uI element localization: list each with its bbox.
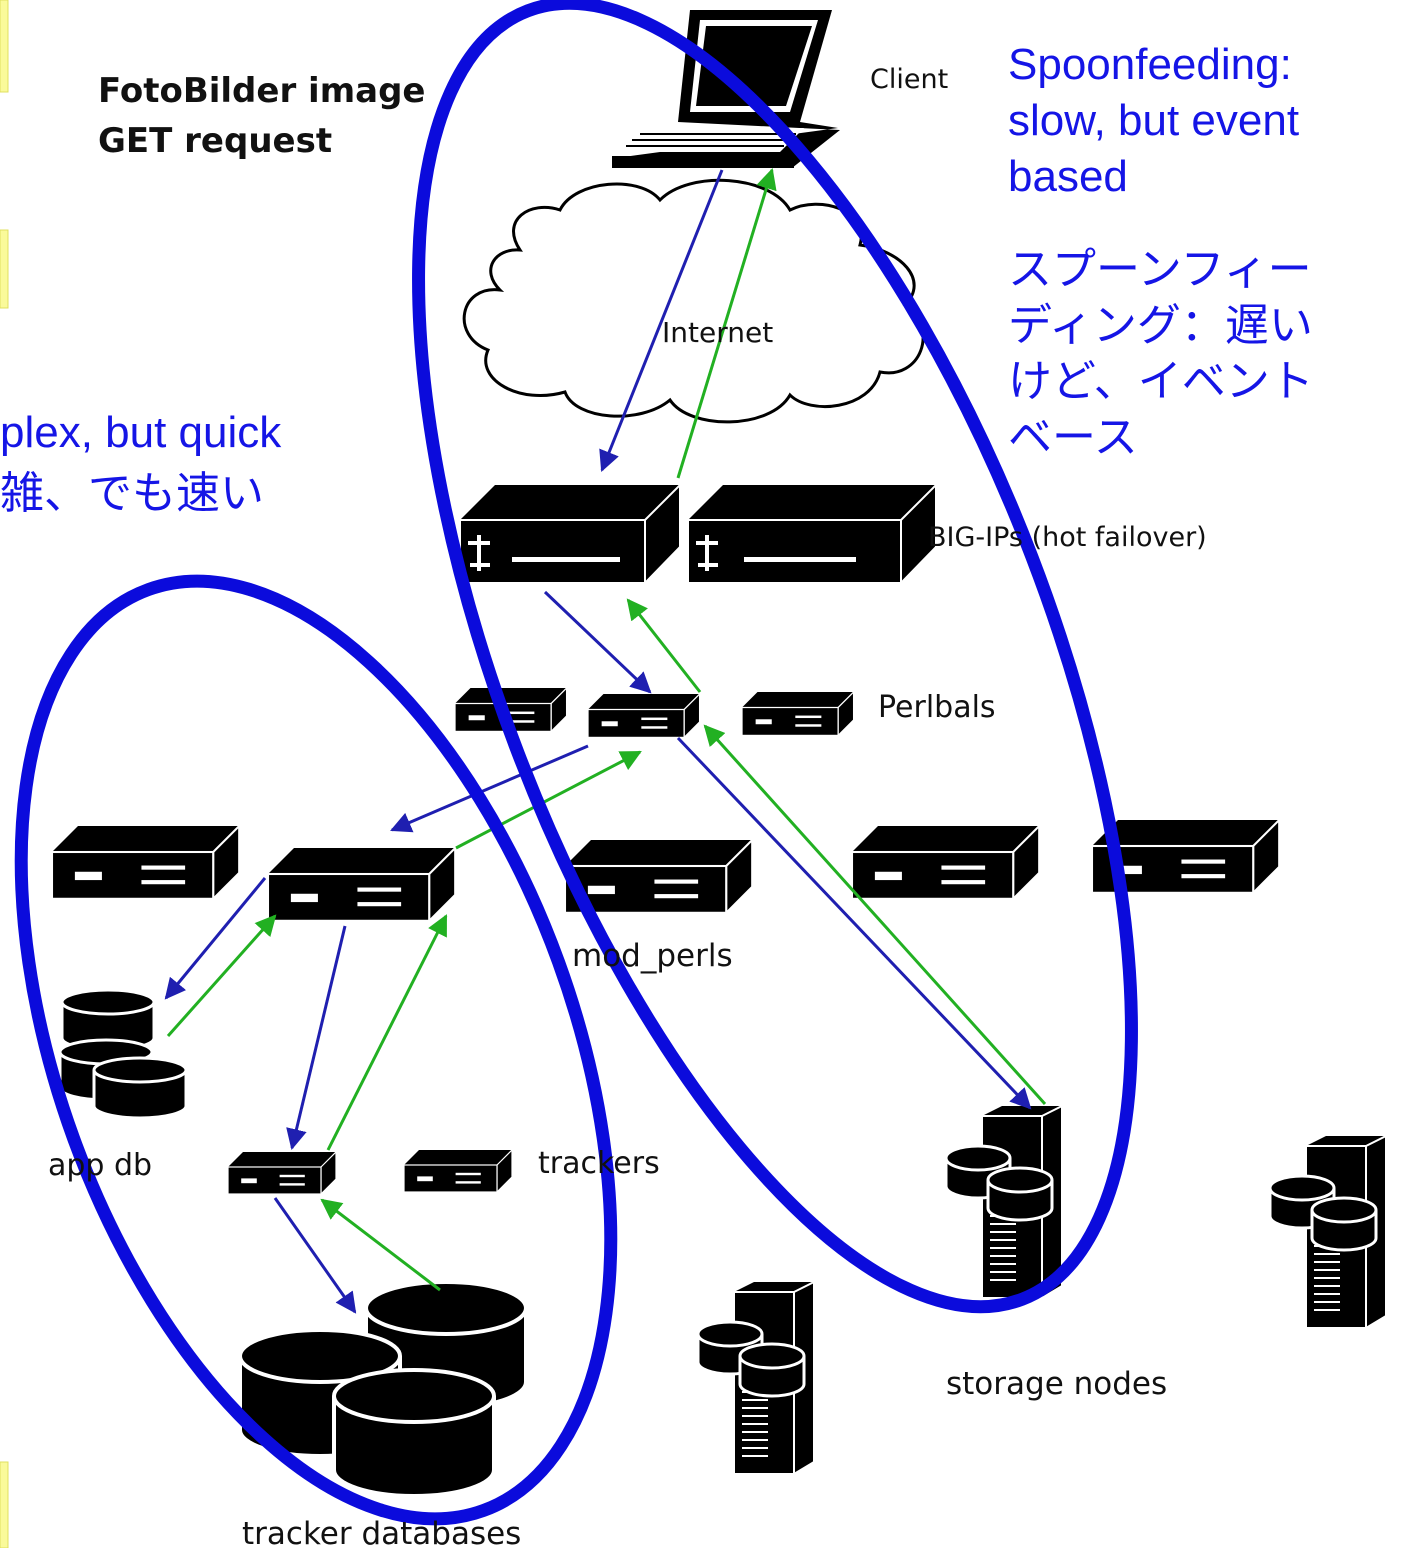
modperl-server-3 xyxy=(563,838,754,914)
perlbal-server-3 xyxy=(741,691,855,737)
tracker-server-1 xyxy=(227,1151,337,1195)
spoonfeeding-highlight-ellipse xyxy=(412,0,1138,1314)
modperl-server-2 xyxy=(266,846,457,922)
storage-nodes-label: storage nodes xyxy=(946,1366,1168,1402)
perlbal-server-2 xyxy=(587,693,701,739)
app-db-cylinder-3 xyxy=(92,1056,188,1120)
storage-node-2 xyxy=(696,1280,816,1476)
complex-note-en: plex, but quick xyxy=(0,408,282,457)
modperls-label: mod_perls xyxy=(572,938,733,974)
yellow-accent-top xyxy=(0,0,9,93)
spoonfeeding-note-line-3: based xyxy=(1008,152,1128,201)
storage-node-3 xyxy=(1268,1134,1388,1330)
complex-note-jp: 雑、でも速い xyxy=(0,468,264,519)
spoonfeeding-note-line-1: Spoonfeeding: xyxy=(1008,40,1292,89)
laptop-icon xyxy=(612,10,840,168)
trackers-label: trackers xyxy=(538,1146,660,1181)
spoonfeeding-note-line-2: slow, but event xyxy=(1008,96,1300,145)
perlbals-label: Perlbals xyxy=(878,690,996,725)
appdb-label: app db xyxy=(48,1148,153,1183)
spoonfeeding-jp-line-3: けど、イベント xyxy=(1008,356,1314,407)
diagram-title: FotoBilder image GET request xyxy=(98,66,425,166)
internet-label: Internet xyxy=(662,316,774,349)
title-line-2: GET request xyxy=(98,121,333,161)
storage-node-1 xyxy=(944,1104,1064,1300)
tracker-server-2 xyxy=(403,1149,513,1193)
title-line-1: FotoBilder image xyxy=(98,71,426,111)
yellow-accent-bottom xyxy=(0,1461,9,1548)
tracker-db-cylinder-3 xyxy=(332,1368,496,1498)
spoonfeeding-jp-line-4: ベース xyxy=(1008,412,1138,463)
complex-highlight-ellipse xyxy=(14,574,618,1526)
client-label: Client xyxy=(870,64,949,95)
spoonfeeding-jp-line-2: ディング：遅い xyxy=(1008,300,1313,351)
internet-cloud xyxy=(462,178,925,424)
bigip-primary xyxy=(459,482,681,586)
bigip-failover xyxy=(687,482,937,586)
request-arrows xyxy=(164,169,1032,1314)
spoonfeeding-jp-line-1: スプーンフィー xyxy=(1008,244,1312,295)
yellow-accent-mid xyxy=(0,229,9,309)
tracker-databases-label: tracker databases xyxy=(242,1516,522,1552)
modperl-server-1 xyxy=(50,824,241,900)
bigip-label: BIG-IPs (hot failover) xyxy=(928,522,1207,553)
response-arrows xyxy=(166,167,1047,1292)
modperl-server-4 xyxy=(850,824,1041,900)
